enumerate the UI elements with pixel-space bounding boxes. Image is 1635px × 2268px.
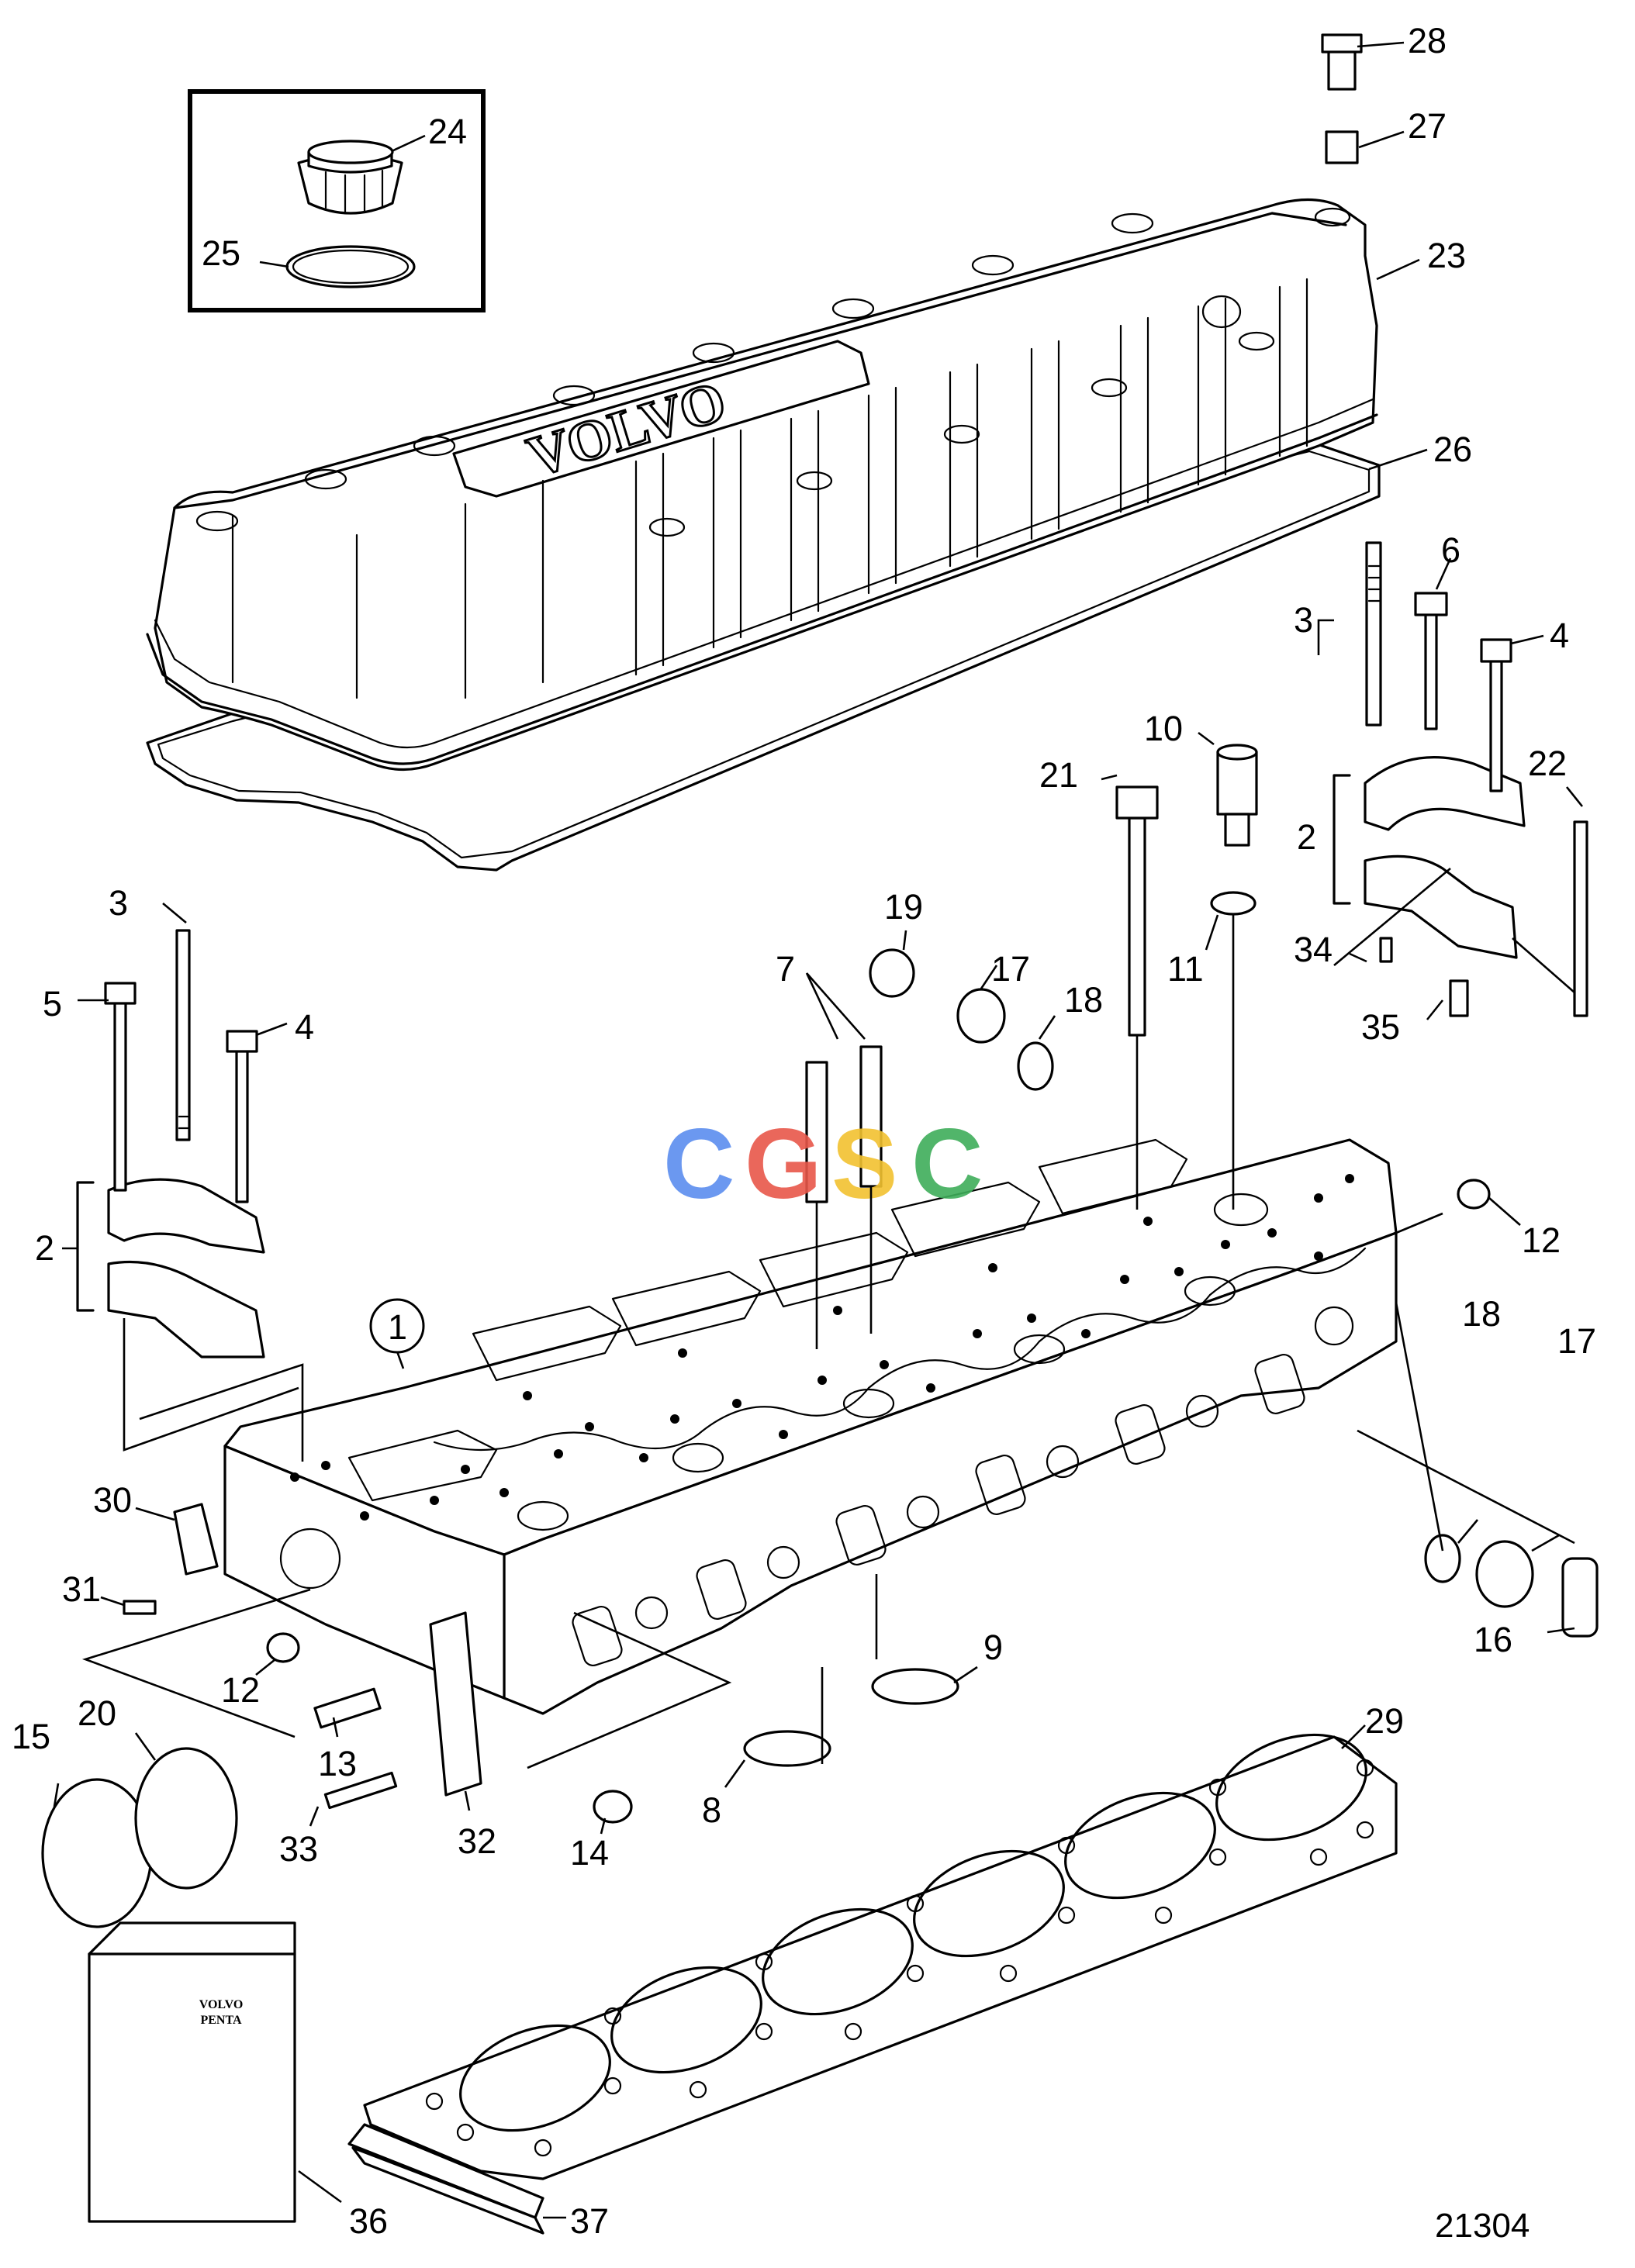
watermark: C G S C: [663, 1109, 983, 1220]
package-label-line1: VOLVO: [199, 1998, 244, 2011]
cylinder-head: [223, 1138, 1398, 1715]
bolt-21: [1115, 785, 1159, 1037]
callout-18-top: 18: [1064, 980, 1103, 1020]
callout-10: 10: [1144, 709, 1183, 748]
leader-lines: [53, 41, 1584, 2219]
seal-15: [41, 1778, 153, 1928]
cap-bolt-28: [1321, 33, 1363, 91]
bolt-4-left: [226, 1030, 258, 1203]
seal-18-side: [1424, 1534, 1461, 1583]
watermark-letter-2: G: [745, 1109, 822, 1220]
callout-2-left: 2: [35, 1228, 54, 1268]
bolt-3-left: [175, 929, 191, 1141]
plug-12-left: [266, 1632, 300, 1663]
callout-33: 33: [279, 1829, 318, 1869]
watermark-letter-3: S: [831, 1109, 897, 1220]
stud-22: [1573, 820, 1588, 1017]
callout-17-top: 17: [991, 949, 1030, 989]
gasket-37: [351, 2146, 544, 2235]
oil-filler-cap-inset: [188, 89, 486, 312]
sleeve-16: [1561, 1557, 1599, 1638]
callout-4-left: 4: [295, 1007, 314, 1047]
seal-ring-11: [1210, 891, 1256, 916]
seal-18-top: [1017, 1041, 1054, 1091]
plug-19: [869, 948, 915, 998]
bearing-cap-right: [1333, 756, 1526, 959]
callout-37: 37: [570, 2201, 609, 2241]
callout-14: 14: [570, 1833, 609, 1873]
watermark-letter-4: C: [911, 1109, 983, 1220]
callout-labels: 28 27 24 25 23 26 3 6 4 10 21 22 2 11 34…: [12, 21, 1596, 2245]
callout-3-left: 3: [109, 883, 128, 923]
valve-cover: VOLVO: [146, 198, 1378, 772]
callout-31: 31: [62, 1569, 101, 1609]
callout-13: 13: [318, 1744, 357, 1783]
seal-20: [134, 1747, 238, 1890]
gasket-kit-package: VOLVO PENTA: [88, 1921, 296, 2223]
callout-25: 25: [202, 233, 240, 273]
plug-14: [593, 1790, 633, 1824]
callout-24: 24: [428, 112, 467, 151]
callout-16: 16: [1474, 1620, 1512, 1659]
callout-22: 22: [1528, 744, 1567, 783]
callout-1-circle: [369, 1298, 425, 1354]
dowel-34: [1379, 937, 1393, 963]
callout-5: 5: [43, 984, 62, 1024]
sleeve-35: [1449, 979, 1469, 1017]
bracket-30: [173, 1503, 219, 1576]
plug-17-side: [1475, 1540, 1534, 1608]
callout-1: 1: [388, 1307, 407, 1347]
bearing-cap-left: [76, 1178, 265, 1358]
seal-9: [871, 1668, 959, 1705]
callout-15: 15: [12, 1717, 50, 1756]
injector-sleeve-10: [1216, 744, 1258, 847]
callout-26: 26: [1433, 430, 1472, 469]
pin-13: [313, 1687, 382, 1729]
callout-6: 6: [1441, 530, 1460, 570]
callout-2-right: 2: [1297, 817, 1316, 857]
screw-31: [123, 1600, 157, 1615]
callout-8: 8: [702, 1790, 721, 1830]
callout-7: 7: [776, 949, 795, 989]
callout-28: 28: [1408, 21, 1447, 60]
callout-9: 9: [983, 1628, 1003, 1667]
callout-12-top: 12: [1522, 1220, 1561, 1260]
package-label-line2: PENTA: [200, 2014, 241, 2027]
lifting-eye-32: [429, 1611, 482, 1797]
callout-11: 11: [1167, 949, 1204, 989]
callout-21: 21: [1039, 755, 1078, 795]
plug-12-top: [1457, 1179, 1491, 1210]
callout-3-right: 3: [1294, 600, 1313, 640]
callout-4-right: 4: [1550, 616, 1569, 655]
seal-8: [743, 1730, 831, 1767]
bolt-5: [104, 982, 137, 1192]
plug-17-top: [956, 988, 1006, 1044]
callout-12-left: 12: [221, 1670, 260, 1710]
callout-36: 36: [349, 2201, 388, 2241]
callout-18-side: 18: [1462, 1294, 1501, 1334]
callout-29: 29: [1365, 1701, 1404, 1741]
callout-17-side: 17: [1557, 1321, 1596, 1361]
callout-34: 34: [1294, 930, 1333, 969]
bolt-6: [1414, 592, 1448, 730]
callout-19: 19: [884, 887, 923, 927]
callout-23: 23: [1427, 236, 1466, 275]
bolt-3-right: [1365, 541, 1382, 727]
cylinder-head-gasket: [347, 1733, 1398, 2219]
figure-number: 21304: [1435, 2207, 1530, 2245]
callout-32: 32: [458, 1821, 496, 1861]
callout-35: 35: [1361, 1007, 1400, 1047]
callout-20: 20: [78, 1693, 116, 1733]
spacer-27: [1325, 130, 1359, 164]
bolt-4-right: [1480, 638, 1512, 792]
watermark-letter-1: C: [663, 1109, 735, 1220]
valve-cover-gasket: [146, 440, 1381, 872]
callout-27: 27: [1408, 106, 1447, 146]
screw-33: [323, 1771, 398, 1810]
callout-30: 30: [93, 1480, 132, 1520]
